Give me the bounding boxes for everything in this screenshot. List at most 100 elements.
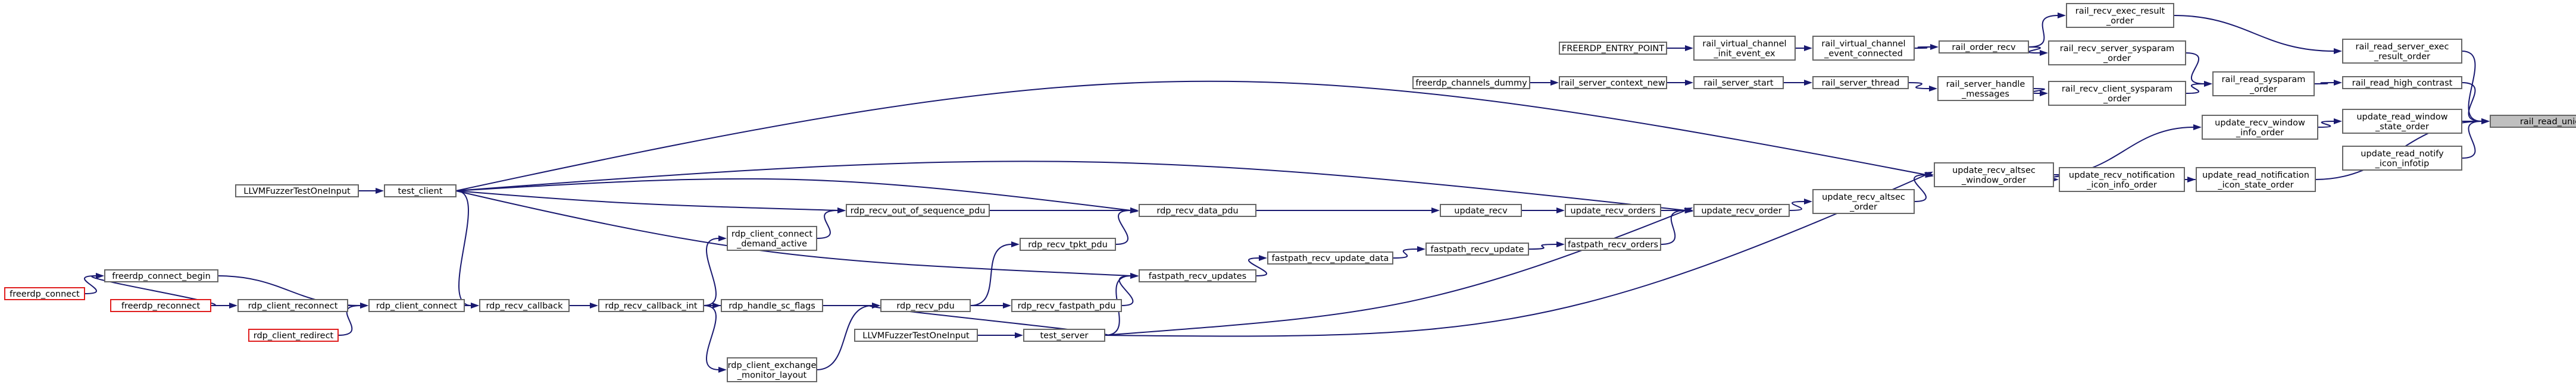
node-update_read_notify_icon_infotip[interactable]: update_read_notify_icon_infotip <box>2342 146 2462 171</box>
node-update_recv_altsec_window_order[interactable]: update_recv_altsec_window_order <box>1934 162 2054 187</box>
node-rdp_recv_out_of_sequence_pdu[interactable]: rdp_recv_out_of_sequence_pdu <box>846 204 990 217</box>
node-box[interactable] <box>1934 162 2054 187</box>
node-freerdp_channels_dummy[interactable]: freerdp_channels_dummy <box>1412 76 1530 89</box>
node-box[interactable] <box>2490 115 2576 128</box>
node-box[interactable] <box>2066 3 2174 28</box>
node-rdp_recv_tpkt_pdu[interactable]: rdp_recv_tpkt_pdu <box>1020 238 1116 251</box>
node-update_read_window_state_order[interactable]: update_read_window_state_order <box>2342 109 2462 134</box>
node-box[interactable] <box>1937 76 2034 101</box>
node-FREERDP_ENTRY_POINT[interactable]: FREERDP_ENTRY_POINT <box>1559 42 1667 55</box>
node-box[interactable] <box>854 329 978 342</box>
node-rail_server_context_new[interactable]: rail_server_context_new <box>1559 76 1667 89</box>
node-box[interactable] <box>1440 204 1522 217</box>
node-update_recv_window_info_order[interactable]: update_recv_window_info_order <box>2202 115 2318 140</box>
node-LLVMFuzzerTestOneInput_a[interactable]: LLVMFuzzerTestOneInput <box>235 184 359 197</box>
node-box[interactable] <box>2048 81 2186 106</box>
node-box[interactable] <box>1412 76 1530 89</box>
node-rdp_recv_callback_int[interactable]: rdp_recv_callback_int <box>598 299 704 312</box>
node-LLVMFuzzerTestOneInput_b[interactable]: LLVMFuzzerTestOneInput <box>854 329 978 342</box>
node-rail_recv_server_sysparam_order[interactable]: rail_recv_server_sysparam_order <box>2048 40 2186 65</box>
node-box[interactable] <box>727 357 817 382</box>
node-fastpath_recv_orders[interactable]: fastpath_recv_orders <box>1565 238 1661 251</box>
node-fastpath_recv_update[interactable]: fastpath_recv_update <box>1425 243 1529 256</box>
node-update_recv_orders[interactable]: update_recv_orders <box>1565 204 1661 217</box>
node-box[interactable] <box>1812 36 1915 61</box>
node-box[interactable] <box>2342 109 2462 134</box>
node-box[interactable] <box>1139 269 1256 282</box>
node-box[interactable] <box>368 299 465 312</box>
node-fastpath_recv_update_data[interactable]: fastpath_recv_update_data <box>1267 251 1393 265</box>
node-rdp_recv_data_pdu[interactable]: rdp_recv_data_pdu <box>1139 204 1256 217</box>
node-box[interactable] <box>1425 243 1529 256</box>
node-box[interactable] <box>2196 167 2316 192</box>
node-rail_virtual_channel_event_connected[interactable]: rail_virtual_channel_event_connected <box>1812 36 1915 61</box>
node-rail_virtual_channel_init_event_ex[interactable]: rail_virtual_channel_init_event_ex <box>1693 36 1796 61</box>
node-box[interactable] <box>1023 329 1105 342</box>
node-test_server[interactable]: test_server <box>1023 329 1105 342</box>
node-box[interactable] <box>598 299 704 312</box>
node-rail_server_thread[interactable]: rail_server_thread <box>1812 76 1909 89</box>
node-rail_server_handle_messages[interactable]: rail_server_handle_messages <box>1937 76 2034 101</box>
node-rail_read_unicode_string[interactable]: rail_read_unicode_string <box>2490 115 2576 128</box>
node-box[interactable] <box>1812 189 1915 214</box>
node-box[interactable] <box>1559 42 1667 55</box>
node-box[interactable] <box>1011 299 1122 312</box>
node-update_recv_altsec_order[interactable]: update_recv_altsec_order <box>1812 189 1915 214</box>
node-test_client[interactable]: test_client <box>384 184 457 197</box>
node-box[interactable] <box>2059 167 2185 192</box>
node-rdp_client_redirect[interactable]: rdp_client_redirect <box>248 329 339 342</box>
node-box[interactable] <box>1267 251 1393 265</box>
node-rdp_handle_sc_flags[interactable]: rdp_handle_sc_flags <box>721 299 823 312</box>
node-rdp_recv_pdu[interactable]: rdp_recv_pdu <box>880 299 971 312</box>
node-freerdp_connect_begin[interactable]: freerdp_connect_begin <box>104 269 218 282</box>
node-box[interactable] <box>880 299 971 312</box>
node-box[interactable] <box>1559 76 1667 89</box>
node-box[interactable] <box>237 299 348 312</box>
node-box[interactable] <box>2342 76 2462 89</box>
node-rail_server_start[interactable]: rail_server_start <box>1693 76 1784 89</box>
node-fastpath_recv_updates[interactable]: fastpath_recv_updates <box>1139 269 1256 282</box>
node-rdp_recv_fastpath_pdu[interactable]: rdp_recv_fastpath_pdu <box>1011 299 1122 312</box>
node-rail_recv_client_sysparam_order[interactable]: rail_recv_client_sysparam_order <box>2048 81 2186 106</box>
node-box[interactable] <box>1693 204 1790 217</box>
node-update_recv_order[interactable]: update_recv_order <box>1693 204 1790 217</box>
node-box[interactable] <box>721 299 823 312</box>
node-rail_order_recv[interactable]: rail_order_recv <box>1939 40 2029 54</box>
node-box[interactable] <box>110 299 211 312</box>
node-box[interactable] <box>846 204 990 217</box>
node-box[interactable] <box>1565 204 1661 217</box>
node-update_recv_notification_icon_info_order[interactable]: update_recv_notification_icon_info_order <box>2059 167 2185 192</box>
node-rail_read_server_exec_result_order[interactable]: rail_read_server_exec_result_order <box>2342 39 2462 64</box>
node-box[interactable] <box>2048 40 2186 65</box>
node-box[interactable] <box>727 226 817 251</box>
node-box[interactable] <box>384 184 457 197</box>
node-box[interactable] <box>235 184 359 197</box>
node-box[interactable] <box>1812 76 1909 89</box>
node-rdp_client_connect[interactable]: rdp_client_connect <box>368 299 465 312</box>
node-freerdp_reconnect[interactable]: freerdp_reconnect <box>110 299 211 312</box>
node-box[interactable] <box>1139 204 1256 217</box>
node-rdp_client_exchange_monitor_layout[interactable]: rdp_client_exchange_monitor_layout <box>727 357 817 382</box>
node-rail_recv_exec_result_order[interactable]: rail_recv_exec_result_order <box>2066 3 2174 28</box>
node-box[interactable] <box>104 269 218 282</box>
node-box[interactable] <box>4 287 85 300</box>
node-box[interactable] <box>2342 146 2462 171</box>
node-update_read_notification_icon_state_order[interactable]: update_read_notification_icon_state_orde… <box>2196 167 2316 192</box>
node-box[interactable] <box>2202 115 2318 140</box>
node-box[interactable] <box>1565 238 1661 251</box>
node-box[interactable] <box>248 329 339 342</box>
node-rdp_recv_callback[interactable]: rdp_recv_callback <box>479 299 570 312</box>
node-box[interactable] <box>1693 36 1796 61</box>
node-box[interactable] <box>1939 40 2029 54</box>
node-rail_read_high_contrast[interactable]: rail_read_high_contrast <box>2342 76 2462 89</box>
node-update_recv[interactable]: update_recv <box>1440 204 1522 217</box>
node-box[interactable] <box>1693 76 1784 89</box>
node-rail_read_sysparam_order[interactable]: rail_read_sysparam_order <box>2212 71 2315 96</box>
node-rdp_client_connect_demand_active[interactable]: rdp_client_connect_demand_active <box>727 226 817 251</box>
node-box[interactable] <box>2212 71 2315 96</box>
node-box[interactable] <box>2342 39 2462 64</box>
node-box[interactable] <box>1020 238 1116 251</box>
node-freerdp_connect[interactable]: freerdp_connect <box>4 287 85 300</box>
node-rdp_client_reconnect[interactable]: rdp_client_reconnect <box>237 299 348 312</box>
node-box[interactable] <box>479 299 570 312</box>
